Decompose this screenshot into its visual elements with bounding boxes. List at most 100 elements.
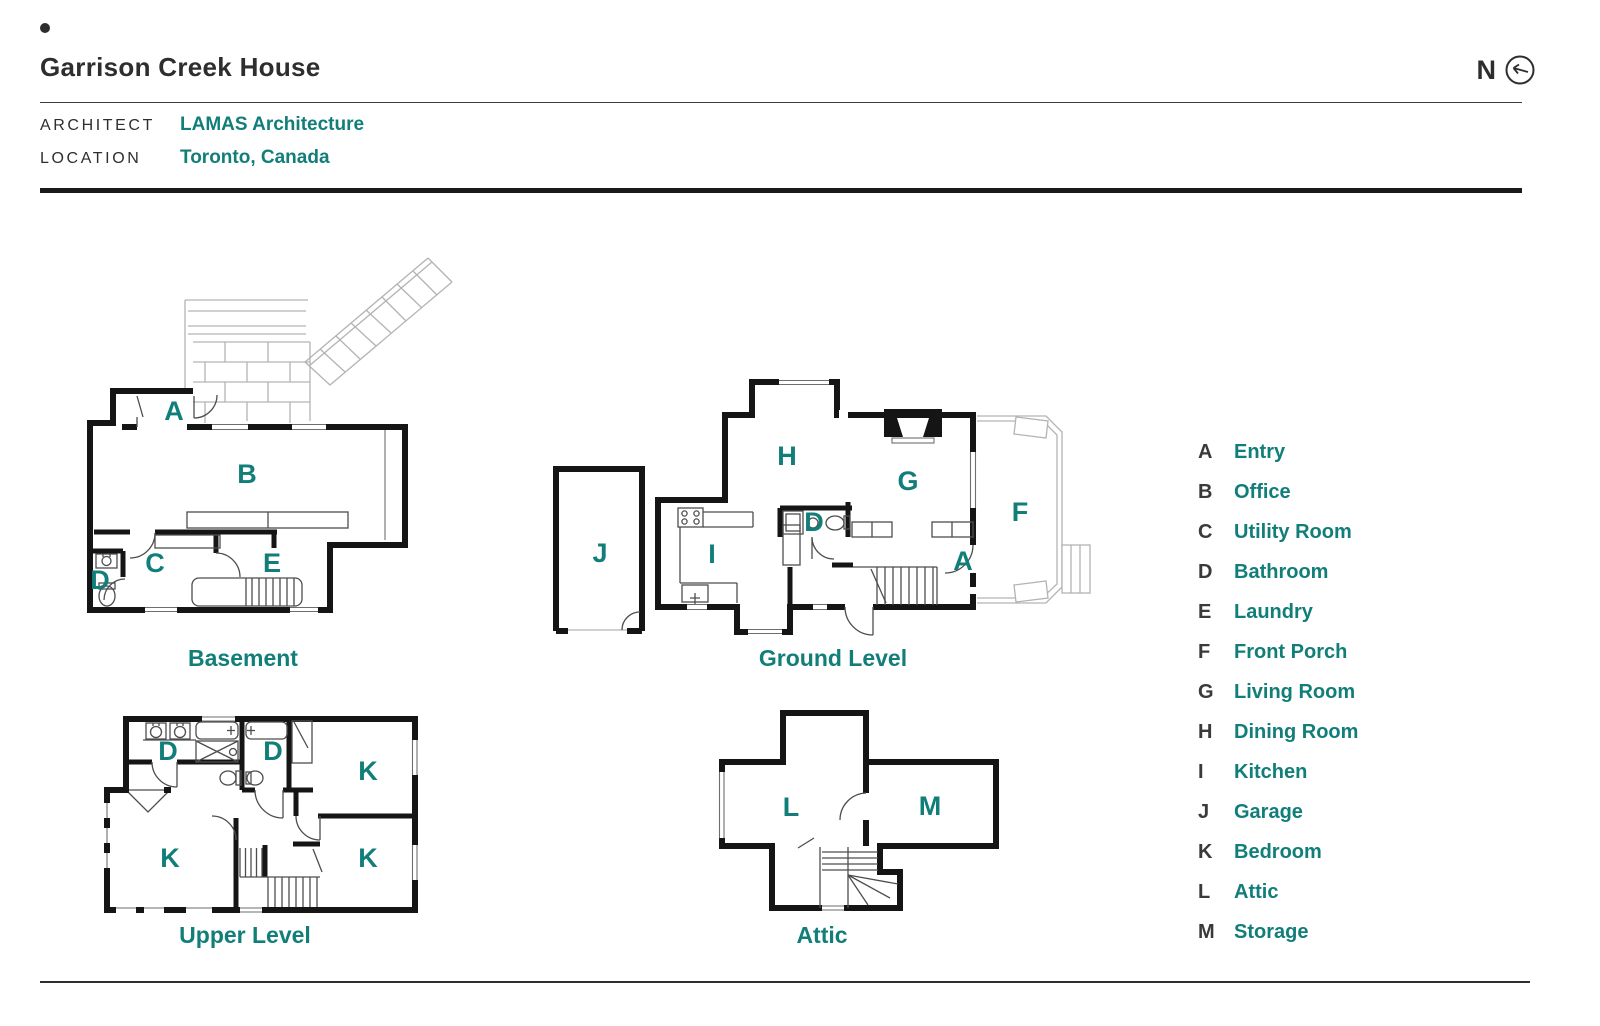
project-meta: ARCHITECT LAMAS Architecture LOCATION To… bbox=[40, 114, 364, 180]
basement-windows bbox=[145, 421, 326, 615]
architect-label: ARCHITECT bbox=[40, 117, 155, 134]
legend-row-porch: F Front Porch bbox=[1198, 632, 1358, 672]
attic-outer-walls bbox=[719, 710, 999, 911]
room-label-bath2: D bbox=[263, 736, 283, 766]
legend-letter: I bbox=[1198, 760, 1204, 783]
legend-row-bathroom: D Bathroom bbox=[1198, 552, 1358, 592]
legend-name: Laundry bbox=[1234, 600, 1313, 623]
legend-letter: D bbox=[1198, 560, 1213, 583]
basement-caption: Basement bbox=[188, 645, 298, 671]
ground-floor-plan: H G F I J D A bbox=[553, 377, 1091, 637]
legend-name: Kitchen bbox=[1234, 760, 1308, 783]
legend-letter: K bbox=[1198, 840, 1213, 863]
upper-floor-plan: D D K K K bbox=[102, 714, 420, 915]
bullet-dot-icon bbox=[40, 23, 50, 33]
room-label-entry: A bbox=[164, 396, 184, 426]
room-label-bath1: D bbox=[158, 736, 178, 766]
room-label-storage: M bbox=[919, 791, 942, 821]
room-label-bathroom: D bbox=[90, 565, 110, 595]
basement-outer-walls bbox=[87, 388, 408, 613]
legend-letter: H bbox=[1198, 720, 1213, 743]
ground-caption: Ground Level bbox=[758, 645, 908, 671]
legend-letter: E bbox=[1198, 600, 1212, 623]
legend-row-laundry: E Laundry bbox=[1198, 592, 1358, 632]
legend-row-dining: H Dining Room bbox=[1198, 712, 1358, 752]
front-porch bbox=[977, 415, 1091, 604]
legend-letter: G bbox=[1198, 680, 1214, 703]
room-label-porch: F bbox=[1012, 497, 1029, 527]
legend-name: Attic bbox=[1234, 880, 1279, 903]
room-label-living: G bbox=[897, 466, 918, 496]
legend-row-living: G Living Room bbox=[1198, 672, 1358, 712]
legend-name: Utility Room bbox=[1234, 520, 1352, 543]
architect-row: ARCHITECT LAMAS Architecture bbox=[40, 114, 364, 147]
legend-name: Front Porch bbox=[1234, 640, 1348, 663]
hearth bbox=[891, 437, 935, 444]
page-title: Garrison Creek House bbox=[40, 52, 321, 82]
room-label-garage: J bbox=[592, 538, 607, 568]
legend-name: Garage bbox=[1234, 800, 1303, 823]
benches bbox=[782, 521, 974, 566]
legend-name: Living Room bbox=[1234, 680, 1356, 703]
room-legend: A Entry B Office C Utility Room D Bathro… bbox=[1198, 432, 1358, 952]
legend-letter: M bbox=[1198, 920, 1215, 943]
attic-divider bbox=[839, 762, 869, 846]
room-label-attic: L bbox=[783, 792, 800, 822]
north-arrow-icon bbox=[1505, 55, 1535, 85]
legend-row-bedroom: K Bedroom bbox=[1198, 832, 1358, 872]
room-label-bedroom2: K bbox=[160, 843, 180, 873]
legend-row-storage: M Storage bbox=[1198, 912, 1358, 952]
upper-stairs bbox=[239, 848, 323, 907]
terrace-steps bbox=[184, 257, 453, 423]
room-label-bedroom3: K bbox=[358, 843, 378, 873]
attic-window bbox=[716, 772, 844, 913]
legend-letter: A bbox=[1198, 440, 1213, 463]
architect-value: LAMAS Architecture bbox=[180, 114, 365, 135]
upper-windows bbox=[102, 714, 420, 915]
legend-letter: F bbox=[1198, 640, 1211, 663]
location-label: LOCATION bbox=[40, 150, 142, 167]
north-indicator: N bbox=[1477, 54, 1537, 86]
ground-outer-walls bbox=[655, 379, 976, 635]
upper-bath-fixtures bbox=[143, 720, 313, 786]
ground-bathroom bbox=[777, 502, 852, 560]
entry-door-arc bbox=[136, 394, 218, 427]
legend-name: Entry bbox=[1234, 440, 1286, 463]
room-label-dining: H bbox=[777, 441, 797, 471]
legend-row-attic: L Attic bbox=[1198, 872, 1358, 912]
basement-partitions bbox=[90, 529, 277, 601]
legend-letter: J bbox=[1198, 800, 1210, 823]
attic-stairs bbox=[797, 837, 899, 908]
legend-row-kitchen: I Kitchen bbox=[1198, 752, 1358, 792]
garage bbox=[553, 466, 645, 634]
legend-row-office: B Office bbox=[1198, 472, 1358, 512]
legend-row-garage: J Garage bbox=[1198, 792, 1358, 832]
room-label-office: B bbox=[237, 459, 257, 489]
header-divider bbox=[40, 102, 1522, 103]
ground-door-arcs bbox=[844, 544, 974, 636]
location-value: Toronto, Canada bbox=[180, 147, 330, 168]
legend-name: Storage bbox=[1234, 920, 1309, 943]
room-label-bedroom1: K bbox=[358, 756, 378, 786]
legend-name: Bathroom bbox=[1234, 560, 1329, 583]
upper-door-arcs bbox=[151, 761, 321, 841]
legend-letter: B bbox=[1198, 480, 1213, 503]
footer-divider bbox=[40, 981, 1530, 983]
legend-name: Bedroom bbox=[1234, 840, 1322, 863]
section-divider bbox=[40, 188, 1522, 193]
room-label-bath-ground: D bbox=[804, 507, 824, 537]
upper-caption: Upper Level bbox=[179, 922, 311, 948]
basement-floor-plan: A B C D E bbox=[87, 257, 453, 615]
basement-stairs bbox=[191, 577, 303, 607]
room-label-kitchen: I bbox=[708, 539, 716, 569]
legend-name: Office bbox=[1234, 480, 1291, 503]
ground-windows bbox=[687, 377, 978, 637]
attic-floor-plan: L M bbox=[716, 710, 999, 913]
legend-row-entry: A Entry bbox=[1198, 432, 1358, 472]
room-label-laundry: E bbox=[263, 548, 281, 578]
kitchen-fixtures bbox=[677, 507, 754, 604]
legend-letter: C bbox=[1198, 520, 1213, 543]
closet-bay bbox=[122, 787, 171, 813]
ground-stairs bbox=[787, 562, 938, 607]
